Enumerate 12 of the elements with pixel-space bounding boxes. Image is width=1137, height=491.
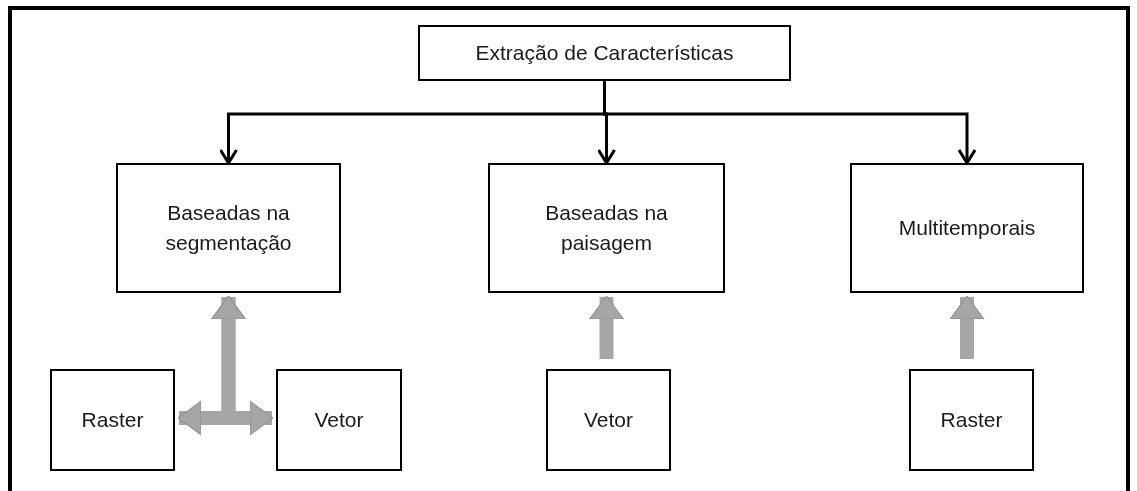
block-arrow xyxy=(589,295,624,359)
process-box: Vetor xyxy=(276,369,402,471)
block-arrow xyxy=(211,295,274,436)
process-box: Raster xyxy=(50,369,175,471)
block-arrow xyxy=(949,295,985,359)
process-box: Multitemporais xyxy=(850,163,1084,293)
process-box: Extração de Características xyxy=(418,25,791,81)
process-box: Raster xyxy=(909,369,1034,471)
arrow xyxy=(603,81,977,165)
process-box: Vetor xyxy=(546,369,671,471)
process-box: Baseadas na paisagem xyxy=(488,163,725,293)
process-box: Baseadas na segmentação xyxy=(116,163,341,293)
